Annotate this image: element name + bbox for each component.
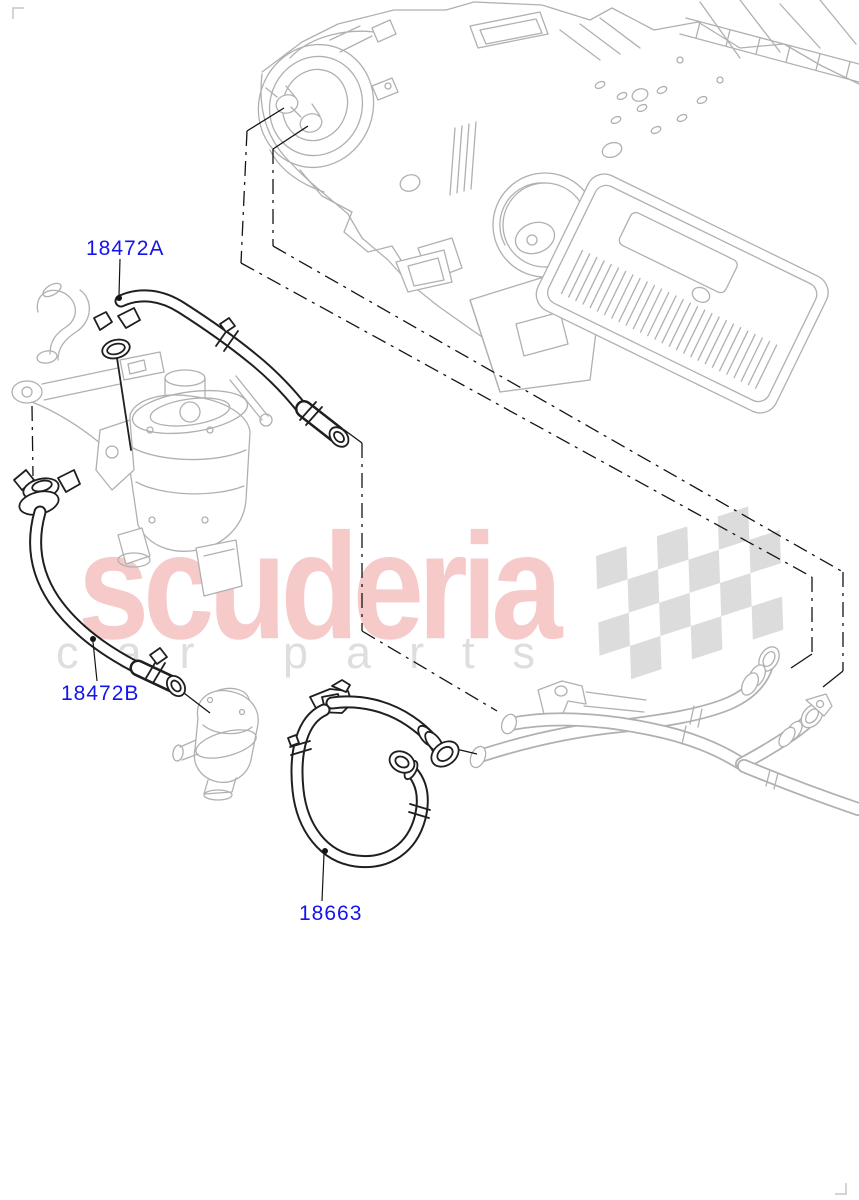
hose-18663-drawing[interactable] bbox=[287, 679, 464, 869]
leader-lines bbox=[90, 258, 328, 902]
part-label-18472A[interactable]: 18472A bbox=[86, 237, 165, 260]
insitu-hoses-drawing bbox=[469, 646, 859, 816]
checker-flag-watermark bbox=[596, 506, 784, 680]
hose-18472a-drawing[interactable] bbox=[93, 289, 352, 451]
corner-marks bbox=[12, 7, 847, 1195]
part-label-18663[interactable]: 18663 bbox=[299, 902, 363, 925]
hose-18472b-drawing[interactable] bbox=[13, 469, 189, 700]
aux-heater-drawing bbox=[11, 282, 273, 597]
part-label-18472B[interactable]: 18472B bbox=[61, 682, 140, 705]
callout-lines bbox=[31, 107, 844, 755]
hvac-unit-drawing bbox=[257, 0, 859, 414]
coolant-pump-drawing bbox=[172, 687, 259, 801]
